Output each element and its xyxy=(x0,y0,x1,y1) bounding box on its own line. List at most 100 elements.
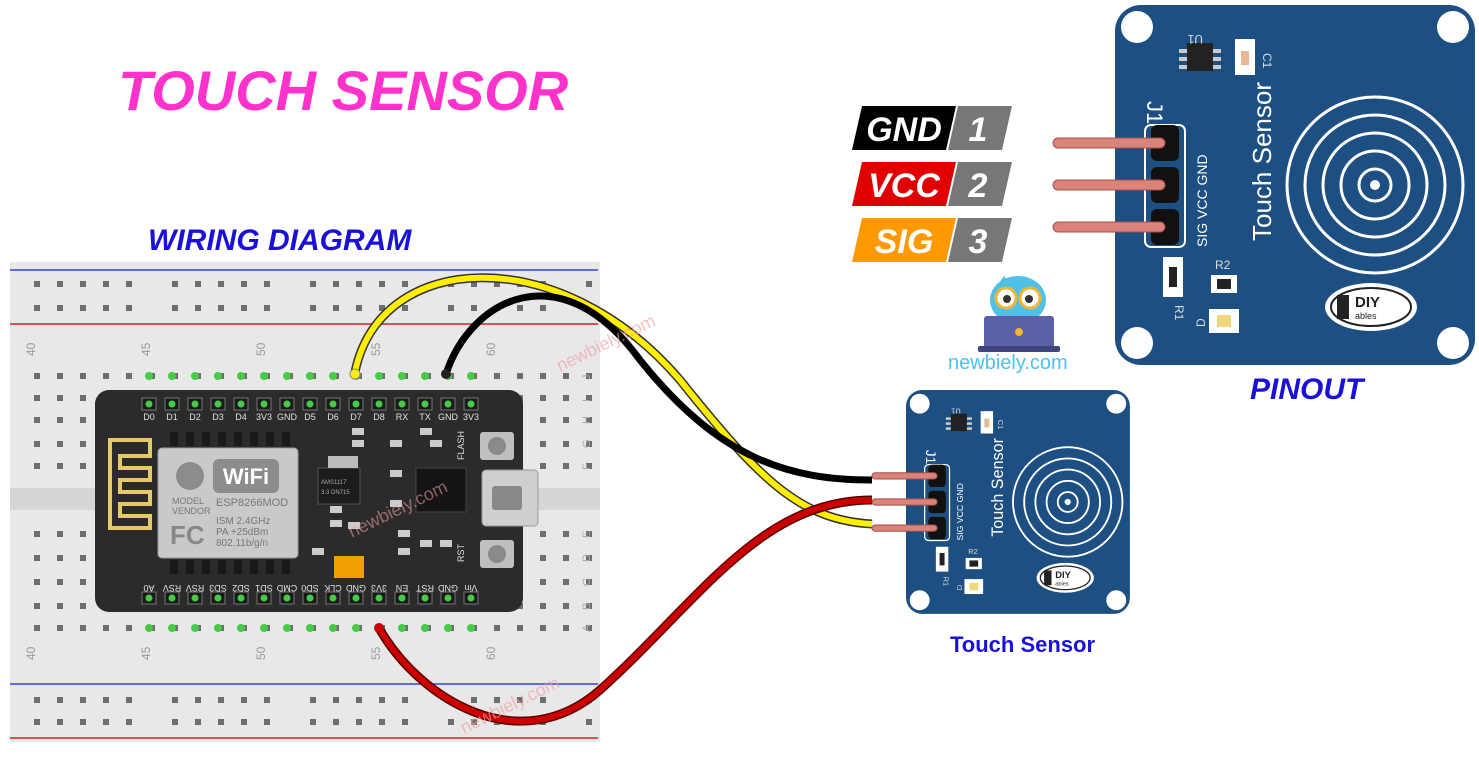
breadboard-hole xyxy=(494,281,500,287)
breadboard-hole xyxy=(586,417,592,423)
breadboard-hole xyxy=(218,281,224,287)
rst-button-cap xyxy=(488,545,506,563)
module-pin xyxy=(202,432,210,446)
breadboard-hole xyxy=(402,281,408,287)
breadboard-hole xyxy=(540,441,546,447)
breadboard-hole xyxy=(57,395,63,401)
module-pin xyxy=(234,560,242,574)
chip-label: U1 xyxy=(1187,32,1203,46)
module-pin xyxy=(250,560,258,574)
breadboard-hole xyxy=(103,373,109,379)
logo-subtext: ables xyxy=(1355,311,1377,321)
wires xyxy=(349,273,873,726)
breadboard-hole xyxy=(563,625,569,631)
esp-pin-dot xyxy=(145,594,153,602)
column-number: 45 xyxy=(139,646,153,660)
breadboard-hole xyxy=(540,395,546,401)
breadboard-hole xyxy=(241,697,247,703)
regulator-tab xyxy=(328,456,358,468)
esp-top-pin-label: 3V3 xyxy=(463,412,479,422)
column-number: 50 xyxy=(254,646,268,660)
smd-resistor xyxy=(390,440,402,447)
esp-top-pin-label: D0 xyxy=(143,412,155,422)
capacitor xyxy=(984,418,990,428)
breadboard-hole xyxy=(34,281,40,287)
micro-usb-opening xyxy=(492,486,522,510)
esp-pin-dot xyxy=(168,400,176,408)
smd-resistor xyxy=(420,428,432,435)
breadboard-hole xyxy=(241,305,247,311)
smd-resistor xyxy=(398,530,410,537)
breadboard-hole xyxy=(563,531,569,537)
breadboard-hole xyxy=(34,719,40,725)
esp-header-pin xyxy=(444,624,452,632)
breadboard-hole xyxy=(34,555,40,561)
breadboard-hole xyxy=(310,281,316,287)
esp-header-pin xyxy=(467,624,475,632)
breadboard-hole xyxy=(563,463,569,469)
breadboard-hole xyxy=(563,603,569,609)
esp-bottom-pin-label: Vin xyxy=(465,583,478,593)
column-number: 60 xyxy=(484,342,498,356)
breadboard-hole xyxy=(34,305,40,311)
smd-resistor xyxy=(430,440,442,447)
esp-header-pin xyxy=(283,372,291,380)
esp-pin-dot xyxy=(467,594,475,602)
breadboard-hole xyxy=(586,719,592,725)
module-pin xyxy=(202,560,210,574)
esp-bottom-pin-label: RSV xyxy=(186,583,205,593)
breadboard-hole xyxy=(333,719,339,725)
breadboard-hole xyxy=(103,719,109,725)
touch-pad-center xyxy=(1370,180,1380,190)
pin-lead xyxy=(871,498,938,506)
wire-end-vcc xyxy=(374,623,384,633)
esp-header-pin xyxy=(421,624,429,632)
r1-label: R1 xyxy=(1172,305,1186,321)
breadboard-hole xyxy=(172,697,178,703)
breadboard-hole xyxy=(402,719,408,725)
breadboard-hole xyxy=(540,603,546,609)
header-pin-labels: SIG VCC GND xyxy=(1194,154,1210,247)
vendor-text: VENDOR xyxy=(172,506,211,516)
pin-lead xyxy=(1052,179,1166,191)
breadboard-hole xyxy=(494,373,500,379)
breadboard-hole xyxy=(195,305,201,311)
wifi-logo-box xyxy=(213,459,279,493)
breadboard-hole xyxy=(517,305,523,311)
breadboard-hole xyxy=(379,719,385,725)
breadboard-hole xyxy=(586,625,592,631)
esp-header-pin xyxy=(467,372,475,380)
breadboard-hole xyxy=(471,719,477,725)
esp-bottom-pin-label: SD1 xyxy=(255,583,273,593)
smd-resistor xyxy=(352,440,364,447)
breadboard-hole xyxy=(57,625,63,631)
esp-pin-dot xyxy=(191,400,199,408)
breadboard-hole xyxy=(241,281,247,287)
breadboard-hole xyxy=(218,305,224,311)
breadboard-hole xyxy=(80,305,86,311)
esp-pin-dot xyxy=(214,400,222,408)
breadboard-hole xyxy=(517,625,523,631)
esp-header-pin xyxy=(260,624,268,632)
touch-pad-ring xyxy=(1012,446,1124,558)
esp-pin-headers xyxy=(141,372,479,632)
breadboard-hole xyxy=(586,441,592,447)
breadboard-hole xyxy=(218,719,224,725)
breadboard-hole xyxy=(586,463,592,469)
breadboard-hole xyxy=(80,441,86,447)
breadboard-hole xyxy=(57,697,63,703)
breadboard-hole xyxy=(57,719,63,725)
esp-pin-dot xyxy=(329,400,337,408)
mounting-hole xyxy=(1437,11,1469,43)
breadboard-hole xyxy=(34,373,40,379)
board-name: Touch Sensor xyxy=(989,437,1007,536)
touch-pad-center xyxy=(1064,498,1071,506)
esp-header-pin xyxy=(352,624,360,632)
pin-name-label: SIG xyxy=(875,223,934,261)
module-pin xyxy=(170,432,178,446)
logo-text: DIY xyxy=(1055,570,1071,580)
breadboard-hole xyxy=(379,697,385,703)
module-pin xyxy=(282,432,290,446)
breadboard-hole xyxy=(540,417,546,423)
